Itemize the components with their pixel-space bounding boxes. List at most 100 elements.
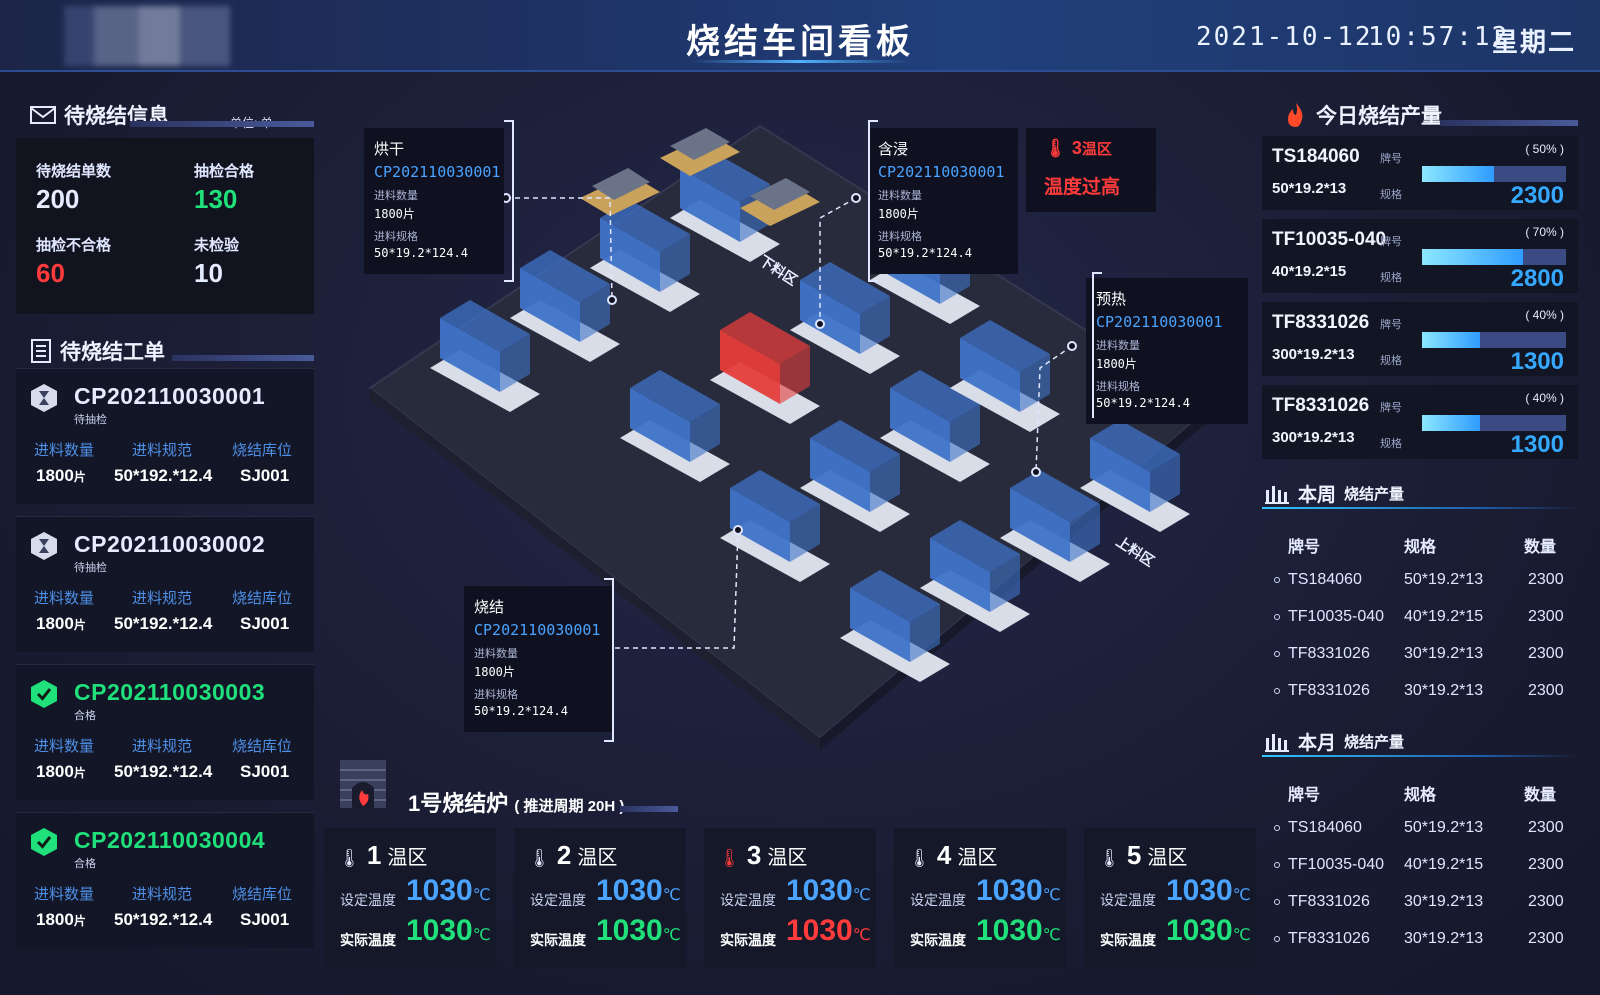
progress-percent: ( 50% )	[1525, 142, 1564, 156]
set-temp-value: 1030℃	[1166, 874, 1251, 908]
work-order-spec: 50*192.*12.4	[114, 910, 213, 929]
bullet-icon	[1274, 688, 1280, 694]
kiln-unit[interactable]	[1080, 420, 1190, 532]
progress-bar-fill	[1422, 166, 1494, 182]
callout-spec: 50*19.2*124.4	[878, 246, 972, 260]
zone-label: 温区	[387, 847, 428, 869]
brand-cell: TF10035-040	[1288, 608, 1385, 625]
kiln-unit[interactable]	[720, 470, 830, 582]
material-racks	[580, 128, 820, 226]
kiln-unit[interactable]	[430, 300, 540, 412]
spec-cell: 30*19.2*13	[1404, 645, 1484, 662]
set-temp-unit: ℃	[852, 887, 871, 904]
kiln-unit[interactable]	[800, 420, 910, 532]
progress-percent: ( 40% )	[1525, 391, 1564, 405]
work-order-code: CP202110030002	[74, 531, 266, 557]
work-order-qty-value: 1800	[36, 614, 74, 633]
work-order-code: CP202110030004	[74, 827, 266, 853]
set-temp-label: 设定温度	[1100, 892, 1156, 908]
kiln-unit[interactable]	[1000, 470, 1110, 582]
output-value: 1300	[1510, 431, 1564, 458]
kiln-unit[interactable]	[710, 312, 820, 424]
callout-impregnation: 含浸 CP202110030001 进料数量 1800片 进料规格 50*19.…	[868, 128, 1018, 274]
brand-cell: TF8331026	[1288, 893, 1370, 910]
kiln-unit[interactable]	[920, 520, 1030, 632]
work-order-location: SJ001	[240, 910, 290, 929]
actual-temp-number: 1030	[786, 914, 853, 947]
zone-number: 3	[746, 840, 762, 870]
month-output-title-main: 本月	[1298, 733, 1337, 754]
brand-tag: 牌号	[1380, 319, 1402, 331]
zone-number: 2	[556, 840, 572, 870]
kiln-unit[interactable]	[880, 370, 990, 482]
kiln-unit[interactable]	[590, 200, 700, 312]
zone-label: 温区	[767, 847, 808, 869]
set-temp-label: 设定温度	[910, 892, 966, 908]
bar-chart-icon	[1265, 485, 1289, 504]
kiln-unit[interactable]	[840, 570, 950, 682]
spec-cell: 50*19.2*13	[1404, 571, 1484, 588]
unchecked-label: 未检验	[194, 237, 240, 254]
spec-cell: 50*19.2*13	[1404, 819, 1484, 836]
callout-qty-label: 进料数量	[474, 648, 518, 660]
flame-icon	[1288, 103, 1303, 127]
callout-spec: 50*19.2*124.4	[1096, 396, 1190, 410]
thermometer-icon: 🌡	[528, 848, 551, 868]
kiln-unit[interactable]	[950, 320, 1060, 432]
work-order-qty: 1800片	[36, 762, 86, 782]
week-output-title-suffix: 烧结产量	[1344, 486, 1405, 503]
actual-temp-value: 1030℃	[1166, 914, 1251, 948]
spec-cell: 30*19.2*13	[1404, 893, 1484, 910]
callout-qty: 1800片	[878, 207, 919, 221]
callout-spec-label: 进料规格	[474, 689, 518, 701]
kiln-unit[interactable]	[510, 250, 620, 362]
progress-bar	[1422, 166, 1566, 182]
actual-temp-label: 实际温度	[530, 932, 586, 948]
month-title-line	[1262, 755, 1578, 757]
column-header: 数量	[1524, 787, 1557, 804]
work-order-col-header: 烧结库位	[232, 590, 293, 607]
brand-tag: 牌号	[1380, 402, 1402, 414]
actual-temp-unit: ℃	[852, 927, 871, 944]
callout-spec-label: 进料规格	[878, 231, 922, 243]
kiln-unit[interactable]	[620, 370, 730, 482]
thermometer-icon: 🌡	[908, 848, 931, 868]
callout-bracket	[604, 578, 614, 742]
set-temp-label: 设定温度	[530, 892, 586, 908]
callout-drying: 烘干 CP202110030001 进料数量 1800片 进料规格 50*19.…	[364, 128, 504, 274]
work-order-spec: 50*192.*12.4	[114, 466, 213, 485]
work-order-spec: 50*192.*12.4	[114, 614, 213, 633]
actual-temp-value: 1030℃	[976, 914, 1061, 948]
pending-count-label: 待烧结单数	[36, 163, 112, 180]
kiln-unit[interactable]	[790, 262, 900, 374]
work-order-status: 合格	[74, 858, 96, 870]
brand-value: TF8331026	[1272, 395, 1370, 416]
work-order-code: CP202110030003	[74, 679, 266, 705]
brand-value: TS184060	[1272, 146, 1360, 167]
set-temp-unit: ℃	[1042, 887, 1061, 904]
